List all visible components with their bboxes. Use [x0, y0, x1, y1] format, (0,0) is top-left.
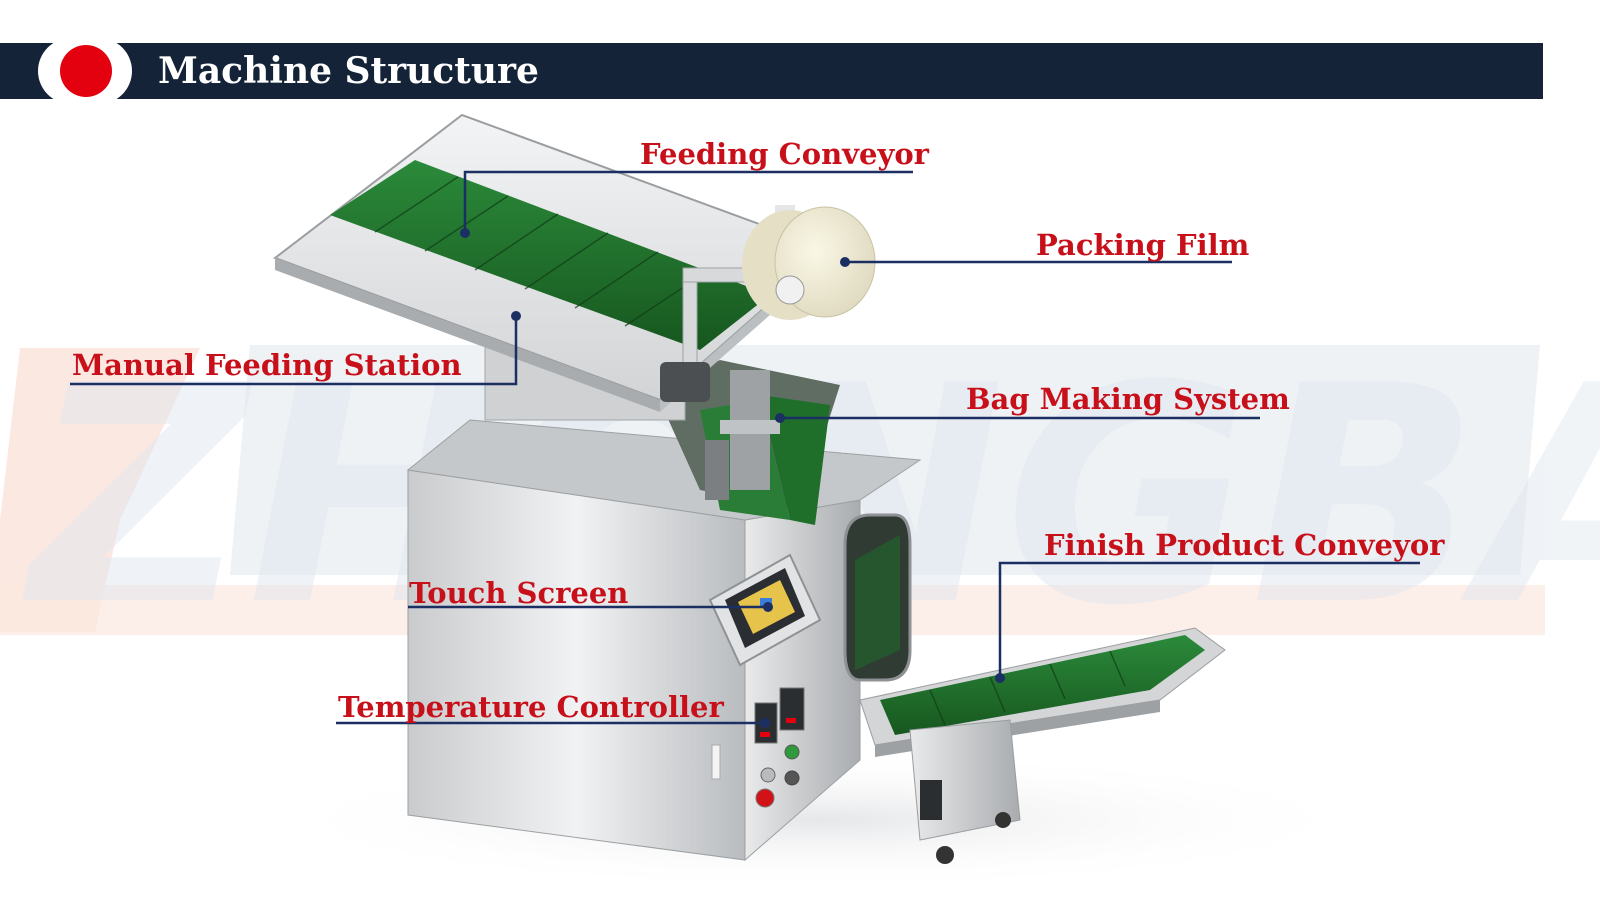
- label-packing-film: Packing Film: [1036, 228, 1250, 262]
- label-feeding-conveyor: Feeding Conveyor: [640, 137, 929, 171]
- temperature-controller-panel: [754, 687, 805, 808]
- label-bag-making-system: Bag Making System: [966, 382, 1290, 416]
- label-touch-screen: Touch Screen: [409, 576, 629, 610]
- label-manual-feeding-station: Manual Feeding Station: [72, 348, 462, 382]
- packing-film-roll: [742, 205, 876, 320]
- red-circle-icon: [60, 45, 112, 97]
- page-title: Machine Structure: [158, 50, 539, 92]
- manual-feeding-leader: [70, 316, 518, 386]
- finish-conveyor-leader: [998, 561, 1420, 678]
- header-bar: [0, 43, 1543, 99]
- feeding-conveyor-leader: [463, 170, 913, 233]
- label-temperature-controller: Temperature Controller: [338, 690, 724, 724]
- feeding-conveyor: [272, 113, 832, 412]
- finish-product-conveyor: [859, 627, 1226, 864]
- machine-cabinet: [406, 419, 922, 862]
- leader-lines: [70, 170, 1420, 725]
- label-finish-product-conveyor: Finish Product Conveyor: [1044, 528, 1445, 562]
- leader-dots: [460, 228, 1005, 728]
